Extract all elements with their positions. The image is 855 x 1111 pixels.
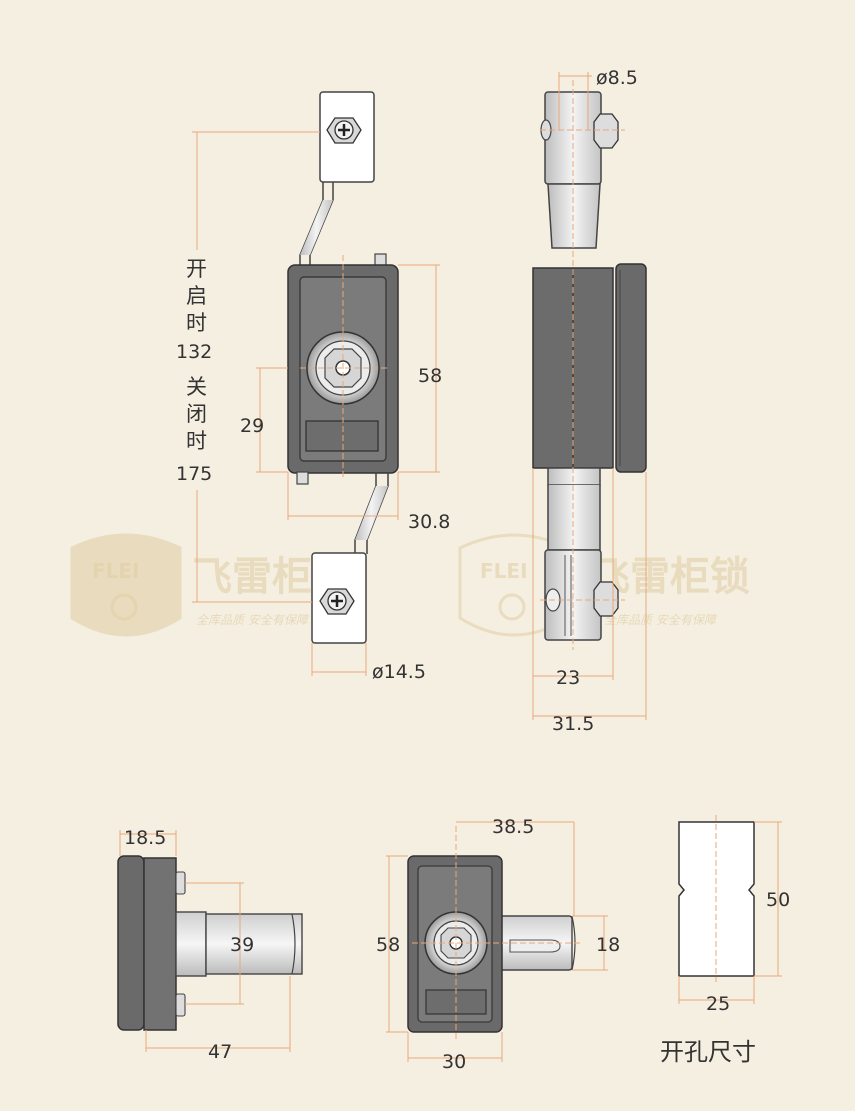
bottom-mid-width-dim: 30: [442, 1051, 466, 1073]
watermark-badge-text: FLEI: [92, 559, 140, 583]
side-screw-icon: [593, 581, 619, 617]
bottom-left-length-dim: 47: [208, 1041, 232, 1063]
closing-label-line-2: 闭: [186, 402, 207, 426]
closing-label-line-1: 关: [186, 375, 207, 399]
watermark-slogan: 全库品质 安全有保障: [604, 613, 718, 627]
bottom-left-flange-dim: 18.5: [124, 827, 166, 849]
label-slot: [305, 420, 379, 452]
opening-label-line-2: 启: [186, 284, 207, 308]
opening-value: 132: [176, 341, 212, 363]
watermark-right: FLEI 飞雷柜锁 全库品质 安全有保障: [458, 533, 750, 637]
watermark-slogan: 全库品质 安全有保障: [196, 613, 310, 627]
bottom-mid-tongue-dim: 18: [596, 934, 620, 956]
cutout-title: 开孔尺寸: [660, 1038, 756, 1066]
cutout-width-dim: 25: [706, 993, 730, 1015]
closing-label-line-3: 时: [186, 429, 207, 453]
bottom-left-view: 18.5 39 47: [117, 827, 303, 1063]
front-cylinder-offset-dim: 29: [240, 415, 264, 437]
closing-value: 175: [176, 463, 212, 485]
front-stud-diameter-dim: ø14.5: [372, 661, 426, 683]
bottom-middle-view: 38.5 58 18 30: [376, 816, 620, 1073]
cutout-height-dim: 50: [766, 889, 790, 911]
side-total-depth-dim: 31.5: [552, 713, 594, 735]
bottom-mid-span-dim: 38.5: [492, 816, 534, 838]
opening-label-line-1: 开: [186, 257, 207, 281]
front-view: 开 启 时 132 关 闭 时 175 58 29 30.8 ø14.5: [176, 91, 450, 683]
watermark-left: FLEI 飞雷柜锁 全库品质 安全有保障: [70, 533, 352, 637]
front-height-dim: 58: [418, 365, 442, 387]
side-body-depth-dim: 23: [556, 667, 580, 689]
side-rod-diameter-dim: ø8.5: [596, 67, 638, 89]
bottom-mid-height-dim: 58: [376, 934, 400, 956]
side-screw-icon: [593, 113, 619, 149]
cutout-view: 50 25 开孔尺寸: [660, 815, 790, 1066]
front-width-dim: 30.8: [408, 511, 450, 533]
watermark-badge-text: FLEI: [480, 559, 528, 583]
bottom-left-tongue-dim: 39: [230, 934, 254, 956]
opening-label-line-3: 时: [186, 311, 207, 335]
side-view: ø8.5 23 31.5: [532, 67, 647, 735]
